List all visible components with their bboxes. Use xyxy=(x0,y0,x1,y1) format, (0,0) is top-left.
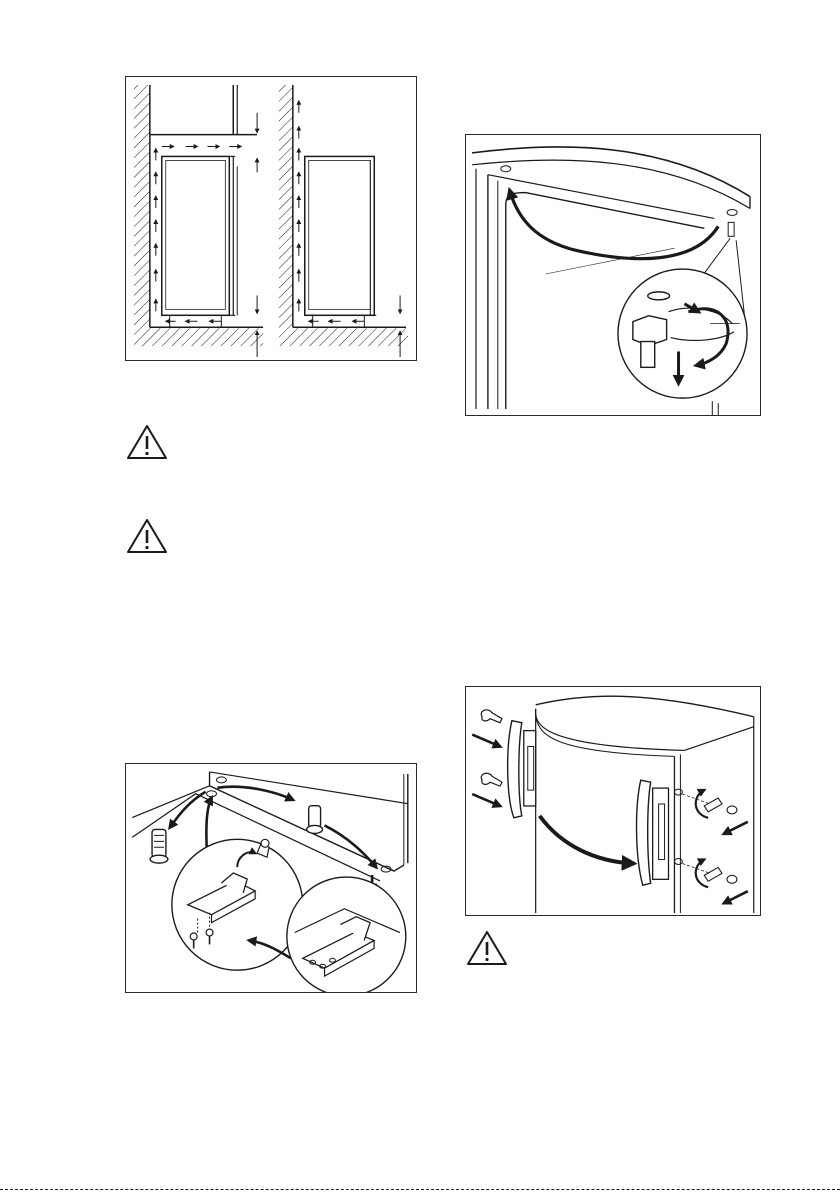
upper-hinge-pin-diagram xyxy=(465,134,761,416)
door-handle-icon xyxy=(466,687,760,915)
warning-triangle-icon xyxy=(126,424,168,460)
ventilation-clearance-diagram xyxy=(125,76,417,361)
hinge-pin-icon xyxy=(466,135,760,415)
ventilation-clearance-icon xyxy=(126,77,416,360)
page-bottom-dashed-rule xyxy=(0,1189,840,1190)
warning-triangle-icon xyxy=(126,518,168,554)
warning-triangle-icon xyxy=(466,930,508,966)
lower-hinge-icon xyxy=(126,764,416,992)
lower-hinge-bracket-diagram xyxy=(125,763,417,993)
door-handle-refit-diagram xyxy=(465,686,761,916)
